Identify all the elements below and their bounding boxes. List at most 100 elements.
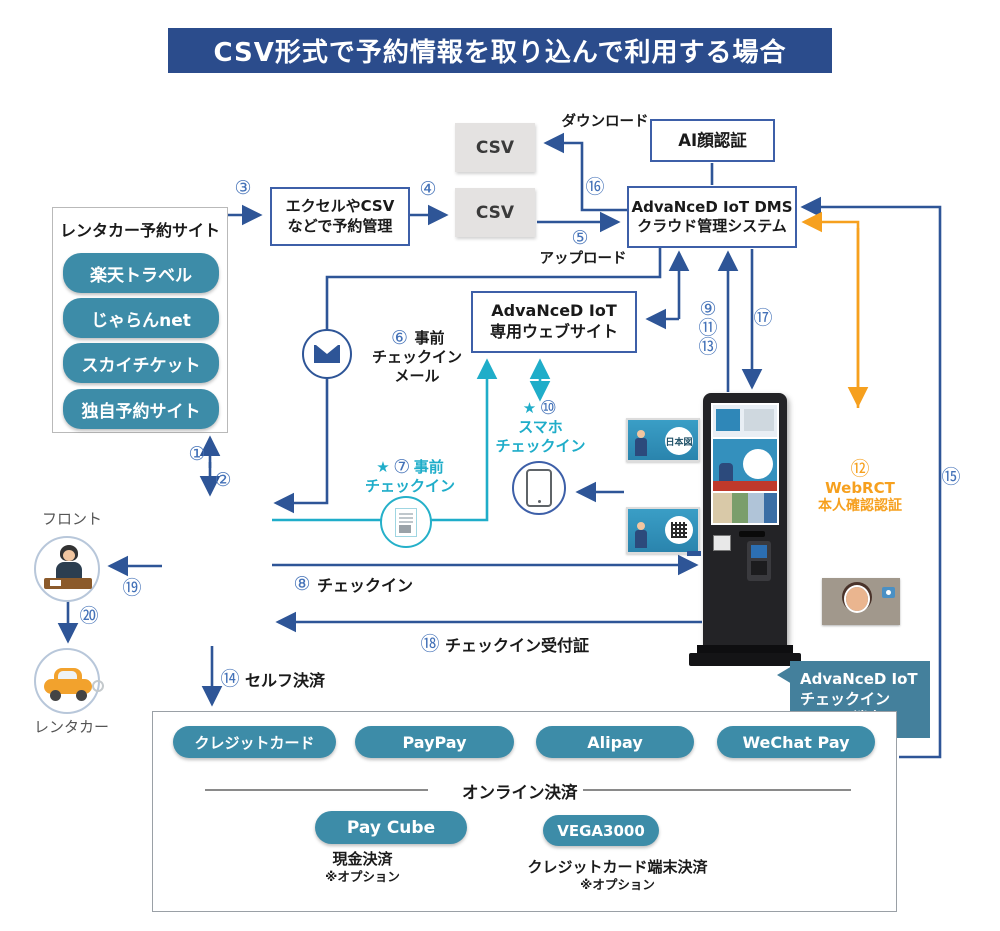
vega3000-pill: VEGA3000 <box>543 815 659 846</box>
step-18-badge: ⑱ <box>420 633 440 655</box>
rental-car-circle <box>34 648 104 714</box>
paycube-pill: Pay Cube <box>315 811 467 844</box>
mail-label-line2: チェックイン <box>371 348 462 366</box>
japan-map-glyph: 日本図 <box>665 437 693 448</box>
checkin-flow-label: ⑧ チェックイン <box>292 572 413 596</box>
upload-label: アップロード <box>539 251 627 267</box>
step-4-badge: ④ <box>419 178 437 200</box>
payment-pill-credit-card: クレジットカード <box>173 726 336 758</box>
star-icon: ★ <box>376 457 390 476</box>
kiosk-label-line2: チェックイン <box>800 689 891 708</box>
self-payment-flow-label: ⑭ セルフ決済 <box>220 667 325 691</box>
terminal-line1: クレジットカード端末決済 <box>527 858 708 876</box>
step-5-badge: ⑤ <box>571 227 589 249</box>
dms-cloud-box: AdvaNceD IoT DMS クラウド管理システム <box>627 186 797 248</box>
webrct-face-photo <box>822 577 900 625</box>
checkin-text: チェックイン <box>317 576 414 595</box>
online-divider-left <box>205 789 428 791</box>
step-3-badge: ③ <box>234 177 252 199</box>
checkin-receipt-text: チェックイン受付証 <box>445 636 590 655</box>
avatar-figure <box>635 430 647 456</box>
smartphone-checkin-label: ★⑩ スマホ チェックイン <box>483 398 598 456</box>
website-box-line1: AdvaNceD IoT <box>491 301 617 321</box>
kiosk-card-tray <box>687 551 701 556</box>
webrct-line2: 本人確認認証 <box>818 497 902 514</box>
kiosk-label-line1: AdvaNceD IoT <box>800 670 918 688</box>
cash-line1: 現金決済 <box>332 850 393 868</box>
mail-label-line1: 事前 <box>414 328 445 347</box>
step-2-badge: ② <box>214 469 232 491</box>
front-desk-label: フロント <box>42 510 103 528</box>
step-14-badge: ⑭ <box>220 668 240 690</box>
csv-file-bottom: CSV <box>455 188 535 237</box>
receptionist-illustration <box>36 538 98 600</box>
ai-face-recognition-box: AI顔認証 <box>650 119 775 162</box>
envelope-icon <box>314 345 340 363</box>
smartphone-line2: チェックイン <box>495 436 586 455</box>
step-13-badge: ⑬ <box>698 336 718 358</box>
smartphone-icon <box>526 469 552 507</box>
smartphone-circle <box>512 461 566 515</box>
pre-checkin-line1: 事前 <box>413 457 444 476</box>
step-12-badge: ⑫ <box>850 458 870 480</box>
self-payment-text: セルフ決済 <box>245 671 326 690</box>
excel-box-line1: エクセルやCSV <box>285 197 395 215</box>
kiosk-screen-thumbnail-1: 日本図 <box>626 418 700 462</box>
dms-box-line1: AdvaNceD IoT DMS <box>631 197 793 216</box>
mail-circle <box>302 329 352 379</box>
site-pill-own: 独自予約サイト <box>63 389 219 429</box>
online-payment-label: オンライン決済 <box>462 783 578 802</box>
cash-payment-label: 現金決済 ※オプション <box>300 850 425 884</box>
step-6-badge: ⑥ <box>390 327 408 349</box>
reservation-sites-box: レンタカー予約サイト 楽天トラベル じゃらんnet スカイチケット 独自予約サイ… <box>52 207 228 433</box>
star-icon-2: ★ <box>522 398 537 417</box>
site-pill-rakuten: 楽天トラベル <box>63 253 219 293</box>
csv-file-top: CSV <box>455 123 535 172</box>
arrow-step7-precheckin <box>272 358 498 522</box>
webrct-line1: WebRCT <box>825 479 895 497</box>
site-pill-skyticket: スカイチケット <box>63 343 219 383</box>
arrow-webrct-to-dms <box>801 211 860 408</box>
cash-line2: ※オプション <box>325 868 400 884</box>
payment-pill-wechatpay: WeChat Pay <box>717 726 875 758</box>
dedicated-website-box: AdvaNceD IoT 専用ウェブサイト <box>471 291 637 353</box>
kiosk-display <box>711 403 779 525</box>
step-17-badge: ⑰ <box>753 307 773 329</box>
kiosk-card-reader <box>713 535 731 551</box>
kiosk-payment-terminal <box>747 541 771 581</box>
document-icon <box>395 507 417 537</box>
step-11-badge: ⑪ <box>698 317 718 339</box>
arrow-step16-download <box>543 132 627 212</box>
payment-pill-paypay: PayPay <box>355 726 514 758</box>
excel-management-box: エクセルやCSV などで予約管理 <box>270 187 410 246</box>
pre-checkin-document-circle <box>380 496 432 548</box>
kiosk-base-top <box>697 645 793 655</box>
checkin-kiosk <box>687 393 787 651</box>
step-1-badge: ① <box>188 443 206 465</box>
website-box-line2: 専用ウェブサイト <box>489 322 618 341</box>
excel-box-line2: などで予約管理 <box>287 216 393 235</box>
mail-label-line3: メール <box>394 366 440 385</box>
step-15-badge: ⑮ <box>941 466 961 488</box>
step-16-badge: ⑯ <box>585 176 605 198</box>
step-8-badge: ⑧ <box>293 573 311 595</box>
camera-icon <box>882 586 895 598</box>
webrct-label: ⑫ WebRCT 本人確認認証 <box>806 459 914 515</box>
site-pill-jalan: じゃらんnet <box>63 298 219 338</box>
card-terminal-label: クレジットカード端末決済 ※オプション <box>515 858 720 892</box>
arrow-step15-payment-loop <box>800 196 942 759</box>
step-10-badge: ⑩ <box>539 397 557 419</box>
step-20-badge: ⑳ <box>79 605 99 627</box>
arrow-step6-mail <box>273 248 662 514</box>
kiosk-screen-thumbnail-2 <box>626 507 700 554</box>
rental-car-label: レンタカー <box>34 718 110 736</box>
front-desk-circle <box>34 536 100 602</box>
kiosk-receipt-slot <box>739 531 765 537</box>
car-illustration <box>36 650 104 712</box>
mail-flow-label: ⑥ 事前 チェックイン メール <box>352 328 482 386</box>
qr-code-icon <box>671 522 687 538</box>
kiosk-base <box>689 653 801 666</box>
